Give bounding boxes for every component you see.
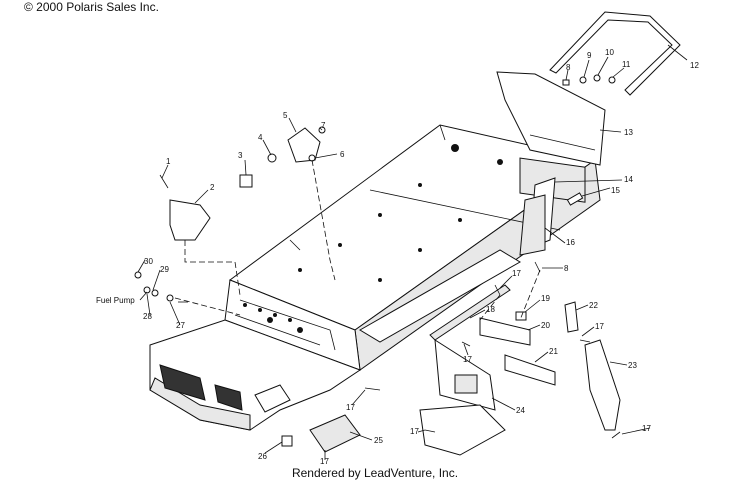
callout-25: 25: [374, 436, 383, 445]
callout-17-d: 17: [642, 424, 651, 433]
part-15-pin: [566, 192, 584, 206]
callout-21: 21: [549, 347, 558, 356]
callout-10: 10: [605, 48, 614, 57]
footer-credit: Rendered by LeadVenture, Inc.: [291, 466, 459, 480]
fuel-pump-label: Fuel Pump: [96, 296, 135, 305]
callout-26: 26: [258, 452, 267, 461]
callout-9: 9: [587, 51, 592, 60]
callout-4: 4: [258, 133, 263, 142]
callout-29: 29: [160, 265, 169, 274]
callout-20: 20: [541, 321, 550, 330]
bracket-parts: [159, 126, 326, 241]
callout-8-mid: 8: [564, 264, 569, 273]
reference-lines: [174, 159, 541, 321]
lower-parts: [281, 261, 621, 456]
callout-15: 15: [611, 186, 620, 195]
callout-27: 27: [176, 321, 185, 330]
callout-22: 22: [589, 301, 598, 310]
callout-16: 16: [566, 238, 575, 247]
copyright-text: © 2000 Polaris Sales Inc.: [24, 0, 159, 14]
callouts: 1 2 3 4 5 7 6 8 9 10 11 12 13 14 15 16 8…: [96, 48, 699, 466]
fuel-pump-parts: [134, 271, 188, 303]
callout-18: 18: [486, 305, 495, 314]
callout-19: 19: [541, 294, 550, 303]
callout-17-a: 17: [512, 269, 521, 278]
callout-17-g: 17: [346, 403, 355, 412]
callout-7: 7: [321, 121, 326, 130]
leader-lines: [137, 44, 688, 460]
callout-14: 14: [624, 175, 633, 184]
callout-24: 24: [516, 406, 525, 415]
callout-8-top: 8: [566, 63, 571, 72]
callout-6: 6: [340, 150, 345, 159]
rear-hardware: [562, 74, 616, 86]
callout-23: 23: [628, 361, 637, 370]
callout-17-e: 17: [320, 457, 329, 466]
callout-3: 3: [238, 151, 243, 160]
callout-13: 13: [624, 128, 633, 137]
callout-11: 11: [622, 60, 631, 69]
callout-17-c: 17: [463, 355, 472, 364]
callout-28: 28: [143, 312, 152, 321]
callout-17-f: 17: [410, 427, 419, 436]
callout-12: 12: [690, 61, 699, 70]
callout-2: 2: [210, 183, 215, 192]
callout-17-b: 17: [595, 322, 604, 331]
callout-5: 5: [283, 111, 288, 120]
rear-bumper: [549, 11, 681, 96]
part-16-plate: [519, 194, 546, 256]
callout-30: 30: [144, 257, 153, 266]
callout-1: 1: [166, 157, 171, 166]
